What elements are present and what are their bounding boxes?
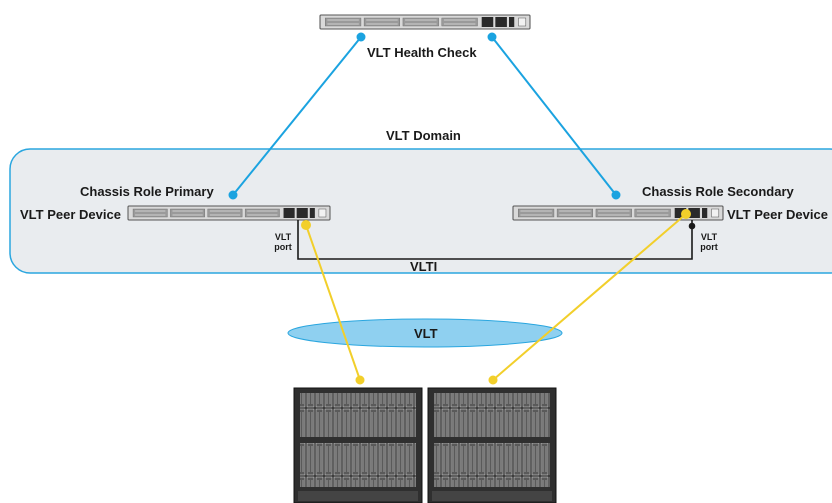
health-check-links <box>228 32 621 200</box>
secondary-device-label: VLT Peer Device <box>727 207 828 222</box>
vlt-link-endpoint <box>355 375 365 385</box>
blade-chassis-left <box>293 387 423 503</box>
health-check-switch <box>319 14 531 30</box>
secondary-port-label-line1: VLT <box>700 232 718 242</box>
health-check-label: VLT Health Check <box>367 45 477 60</box>
vlt-link-endpoint <box>488 375 498 385</box>
primary-port-label-line1: VLT <box>274 232 292 242</box>
health-link-endpoint <box>356 32 366 42</box>
secondary-port-label-line2: port <box>700 242 718 252</box>
vlt-link-endpoint <box>301 220 311 230</box>
health-link-endpoint <box>487 32 497 42</box>
primary-port-label-line2: port <box>274 242 292 252</box>
blade-chassis-right <box>427 387 557 503</box>
primary-port-label: VLT port <box>272 232 294 252</box>
vlt-label: VLT <box>414 326 438 341</box>
health-link-endpoint <box>228 190 238 200</box>
primary-role-label: Chassis Role Primary <box>80 184 214 199</box>
vlti-label: VLTI <box>410 259 438 274</box>
secondary-peer-switch <box>512 205 724 221</box>
secondary-port-label: VLT port <box>698 232 720 252</box>
vlt-link-endpoint <box>681 209 691 219</box>
health-link-endpoint <box>611 190 621 200</box>
domain-label: VLT Domain <box>386 128 461 143</box>
vlt-lag-ellipse <box>287 318 563 348</box>
vlt-links <box>301 209 691 385</box>
secondary-role-label: Chassis Role Secondary <box>642 184 794 199</box>
vlti-link <box>297 220 696 260</box>
primary-peer-switch <box>127 205 331 221</box>
primary-device-label: VLT Peer Device <box>20 207 121 222</box>
vlt-domain-box <box>9 148 832 274</box>
